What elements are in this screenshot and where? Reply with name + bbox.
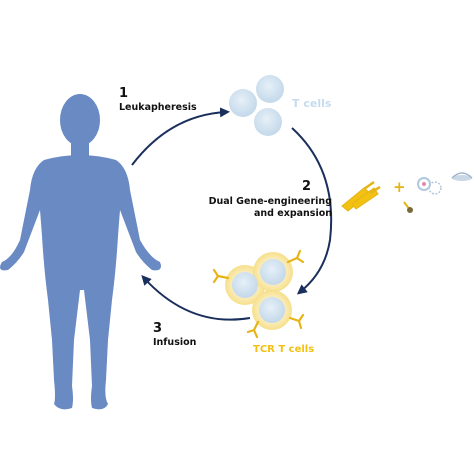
tcr-t-cells-cluster — [212, 249, 305, 339]
step-2-label-line1: Dual Gene-engineering — [208, 196, 332, 207]
tcr-cell — [259, 297, 285, 323]
tcr-t-cells-label: TCR T cells — [253, 344, 315, 355]
t-cell — [256, 75, 284, 103]
t-cell — [254, 108, 282, 136]
syringe-icon — [403, 201, 413, 213]
arrow-infusion — [141, 275, 251, 321]
arrow-leukapheresis — [131, 107, 230, 166]
step-3-label: Infusion — [153, 337, 197, 348]
t-cells-label: T cells — [292, 97, 332, 110]
tcr-receptor-reagent-icon — [341, 180, 381, 212]
tcr-cell — [260, 259, 286, 285]
virus-vector-icon — [417, 177, 442, 195]
t-cells-cluster — [229, 75, 284, 136]
t-cell — [229, 89, 257, 117]
plus-sign: + — [393, 178, 406, 196]
tcr-cell — [232, 272, 258, 298]
human-body-icon — [0, 94, 161, 410]
step-2-number: 2 — [302, 179, 312, 194]
tcr-receptor-icon — [212, 249, 305, 339]
step-1-number: 1 — [119, 86, 129, 101]
step-2-label-line2: and expansion — [253, 208, 332, 219]
step-3-number: 3 — [153, 321, 163, 336]
arrow-engineering — [291, 127, 333, 295]
step-1-label: Leukapheresis — [119, 102, 197, 113]
plasmid-icon — [451, 172, 473, 181]
